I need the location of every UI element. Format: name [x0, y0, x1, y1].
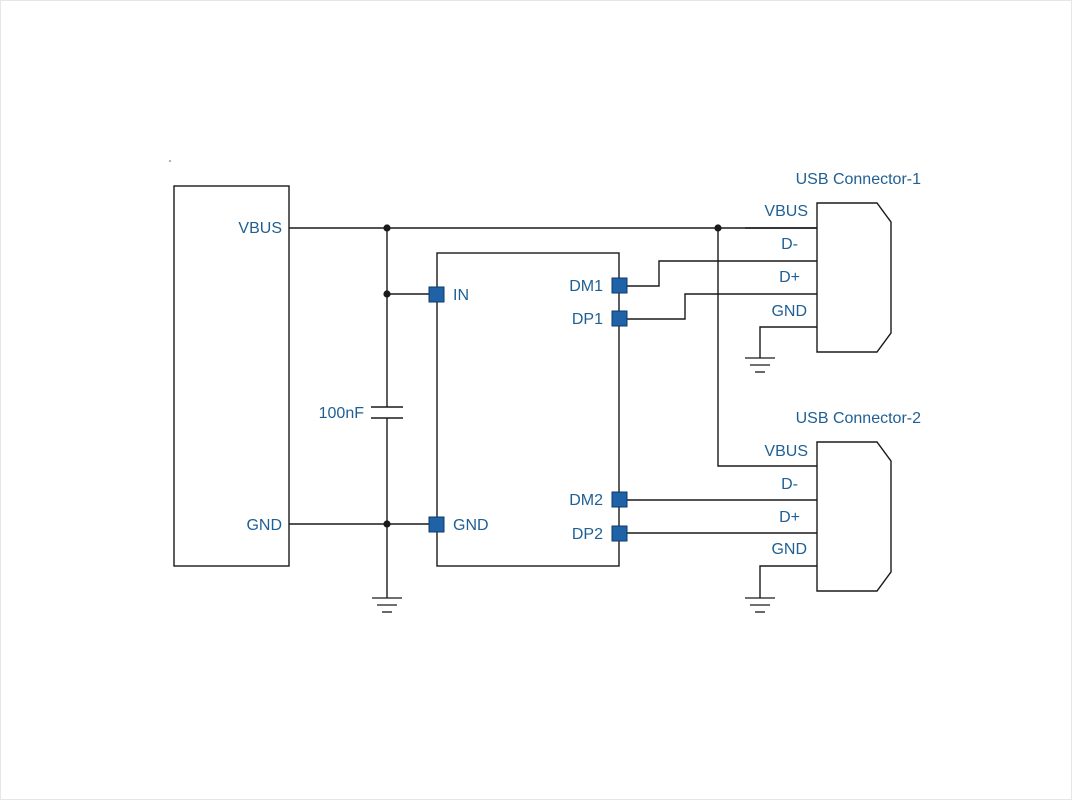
- usb-connector-1: [816, 202, 892, 353]
- ground-symbol-1: [372, 597, 402, 613]
- connector-1-pin-gnd: GND: [771, 303, 807, 320]
- conn2-gnd-wire: [759, 565, 817, 598]
- connector-2-title: USB Connector-2: [796, 410, 921, 427]
- pin-gnd: [428, 516, 445, 533]
- usb-connector-2: [816, 441, 892, 592]
- vbus-branch-wire: [717, 228, 817, 467]
- wires: [289, 227, 817, 598]
- connector-1-pin-dminus: D-: [781, 236, 798, 253]
- junction-dot: [714, 224, 722, 232]
- chip-dp2-label: DP2: [572, 526, 603, 543]
- connector-1-pin-dplus: D+: [779, 269, 800, 286]
- pin-dm1: [611, 277, 628, 294]
- chip-in-label: IN: [453, 287, 469, 304]
- dp1-wire: [627, 293, 817, 320]
- chip-pins: [428, 277, 628, 542]
- capacitor-symbol: [371, 406, 403, 419]
- pin-dp1: [611, 310, 628, 327]
- pin-dp2: [611, 525, 628, 542]
- connector-2-pin-gnd: GND: [771, 541, 807, 558]
- ground-symbol-3: [745, 597, 775, 613]
- connector-2-pin-dplus: D+: [779, 509, 800, 526]
- connector-1-pin-vbus: VBUS: [764, 203, 808, 220]
- connector-2-pin-dminus: D-: [781, 476, 798, 493]
- host-block: [173, 185, 290, 567]
- stray-dot: [169, 160, 171, 162]
- junction-dot: [383, 520, 391, 528]
- junction-dot: [383, 224, 391, 232]
- dm1-wire: [627, 260, 817, 287]
- connector-1-title: USB Connector-1: [796, 171, 921, 188]
- junction-dots: [383, 224, 722, 528]
- chip-dm1-label: DM1: [569, 278, 603, 295]
- ground-symbol-2: [745, 357, 775, 373]
- chip-dp1-label: DP1: [572, 311, 603, 328]
- chip-block: [436, 252, 620, 567]
- chip-dm2-label: DM2: [569, 492, 603, 509]
- pin-dm2: [611, 491, 628, 508]
- host-vbus-label: VBUS: [238, 220, 282, 237]
- connector-2-pin-vbus: VBUS: [764, 443, 808, 460]
- pin-in: [428, 286, 445, 303]
- chip-gnd-label: GND: [453, 517, 489, 534]
- host-gnd-label: GND: [246, 517, 282, 534]
- conn1-gnd-wire: [759, 326, 817, 358]
- junction-dot: [383, 290, 391, 298]
- capacitor-label: 100nF: [319, 405, 365, 422]
